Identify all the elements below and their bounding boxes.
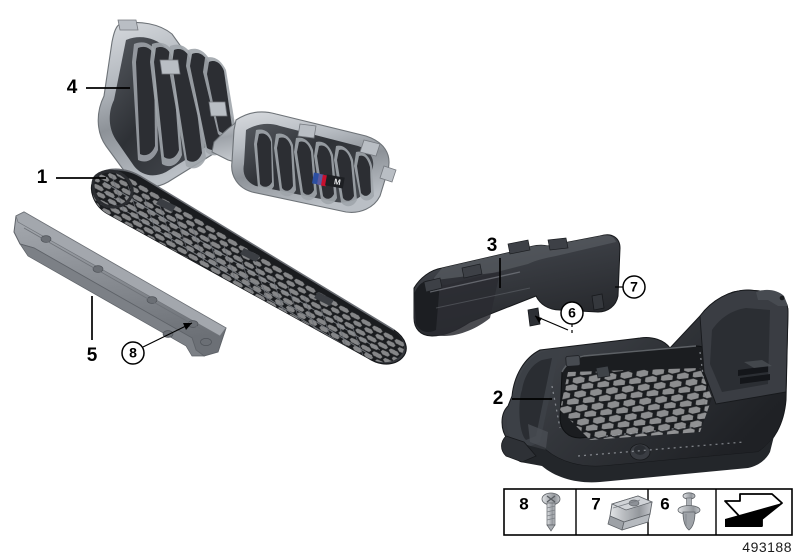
lower-grille-lug-3 [314,292,334,306]
callout-6-arrowhead [535,316,542,323]
left-kidney-slats [132,42,236,169]
clip-nut-icon [607,495,654,531]
air-duct-crease-2 [435,287,531,309]
part-bumper-trim-panel [501,289,789,483]
callout-7-circle [622,275,646,299]
callout-3-label: 3 [487,235,498,256]
bumper-clip-square [565,355,581,367]
bumper-bottom-edge [506,436,774,483]
grille-tab-right-3 [379,165,397,183]
air-duct-tab-2 [547,237,569,251]
callout-5: 5 [87,296,98,366]
diagram-id-label: 493188 [742,539,792,555]
callout-6-label: 6 [568,305,576,321]
callout-3: 3 [487,235,501,288]
part-licence-plate-base [13,211,227,357]
bumper-hook-tab [595,365,611,379]
lower-grille-lug-1 [156,198,176,212]
callout-7: 7 [615,275,646,299]
callout-6-circle [560,301,584,325]
grille-tab-left-1 [159,59,181,75]
bumper-right-hook [756,289,788,306]
m-badge-text: M [333,177,341,187]
licence-plate-hole-3 [146,296,158,304]
grille-tab-top-left [117,19,139,31]
callout-6: 6 [534,301,584,334]
callout-1: 1 [37,167,106,188]
bumper-right-hook-hole [779,295,785,301]
callout-8-label: 8 [129,345,137,361]
licence-plate-flange [19,243,206,357]
legend-number-6: 6 [660,494,669,513]
part-kidney-grille: M [97,19,397,213]
bumper-left-foot [501,435,537,463]
legend-box: 8 7 6 [503,488,793,536]
expanding-rivet-icon [677,492,701,531]
m-logo-badge: M [312,172,345,189]
legend-number-7: 7 [591,494,600,513]
bumper-mesh-field [560,368,712,440]
callout-8: 8 [121,322,193,365]
callout-7-label: 7 [630,279,638,295]
callout-8-arrowhead [183,323,192,330]
air-duct-tab-3 [461,263,483,279]
callout-8-leader [142,322,193,348]
part-air-duct [413,234,621,337]
air-duct-rivet-location [527,307,541,327]
air-duct-tab-4 [423,277,443,293]
bumper-bottom-boss-hole [634,445,646,455]
lower-grille-lug-2 [240,248,260,262]
callout-2: 2 [493,388,552,409]
right-kidney-slats [254,129,374,207]
licence-plate-hole-1 [40,235,52,243]
callout-4: 4 [67,77,130,98]
air-duct-mouth [414,280,440,332]
legend-number-8: 8 [519,494,528,513]
licence-plate-fold-line [23,227,221,341]
bumper-duct-slot [738,360,772,384]
air-duct-crease-1 [429,271,521,293]
air-duct-tab-1 [507,239,531,255]
bumper-left-foot-face [528,424,548,448]
licence-plate-top-face [15,211,227,337]
callout-8-circle [121,341,145,365]
grille-tab-right-2 [359,139,381,157]
air-duct-clip-nut-location [591,293,605,311]
lower-grille-left-ring [91,169,134,209]
view-direction-arrow-icon [724,493,783,527]
licence-plate-hole-2 [92,265,104,273]
callout-1-label: 1 [37,167,48,188]
licence-plate-hole-6 [200,338,212,346]
bumper-seam-dots [551,351,745,457]
callout-4-label: 4 [67,77,78,98]
callout-2-label: 2 [493,388,504,409]
grille-tab-right-1 [297,123,317,139]
screw-icon [541,492,561,532]
grille-tab-left-2 [208,101,228,117]
callout-5-label: 5 [87,345,98,366]
